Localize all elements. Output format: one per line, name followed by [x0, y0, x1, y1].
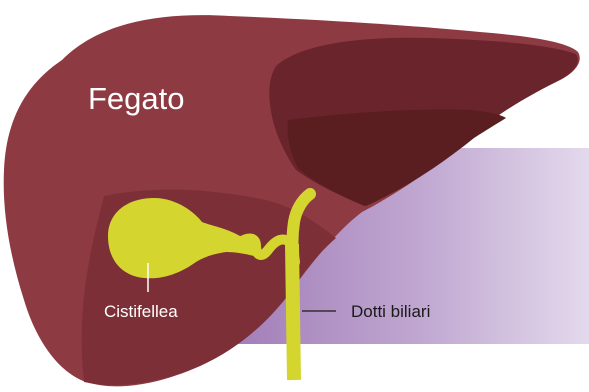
common-bile-duct: [292, 244, 294, 380]
liver-label: Fegato: [88, 81, 185, 116]
bile-ducts-label: Dotti biliari: [351, 302, 430, 321]
gallbladder-label: Cistifellea: [104, 302, 178, 321]
